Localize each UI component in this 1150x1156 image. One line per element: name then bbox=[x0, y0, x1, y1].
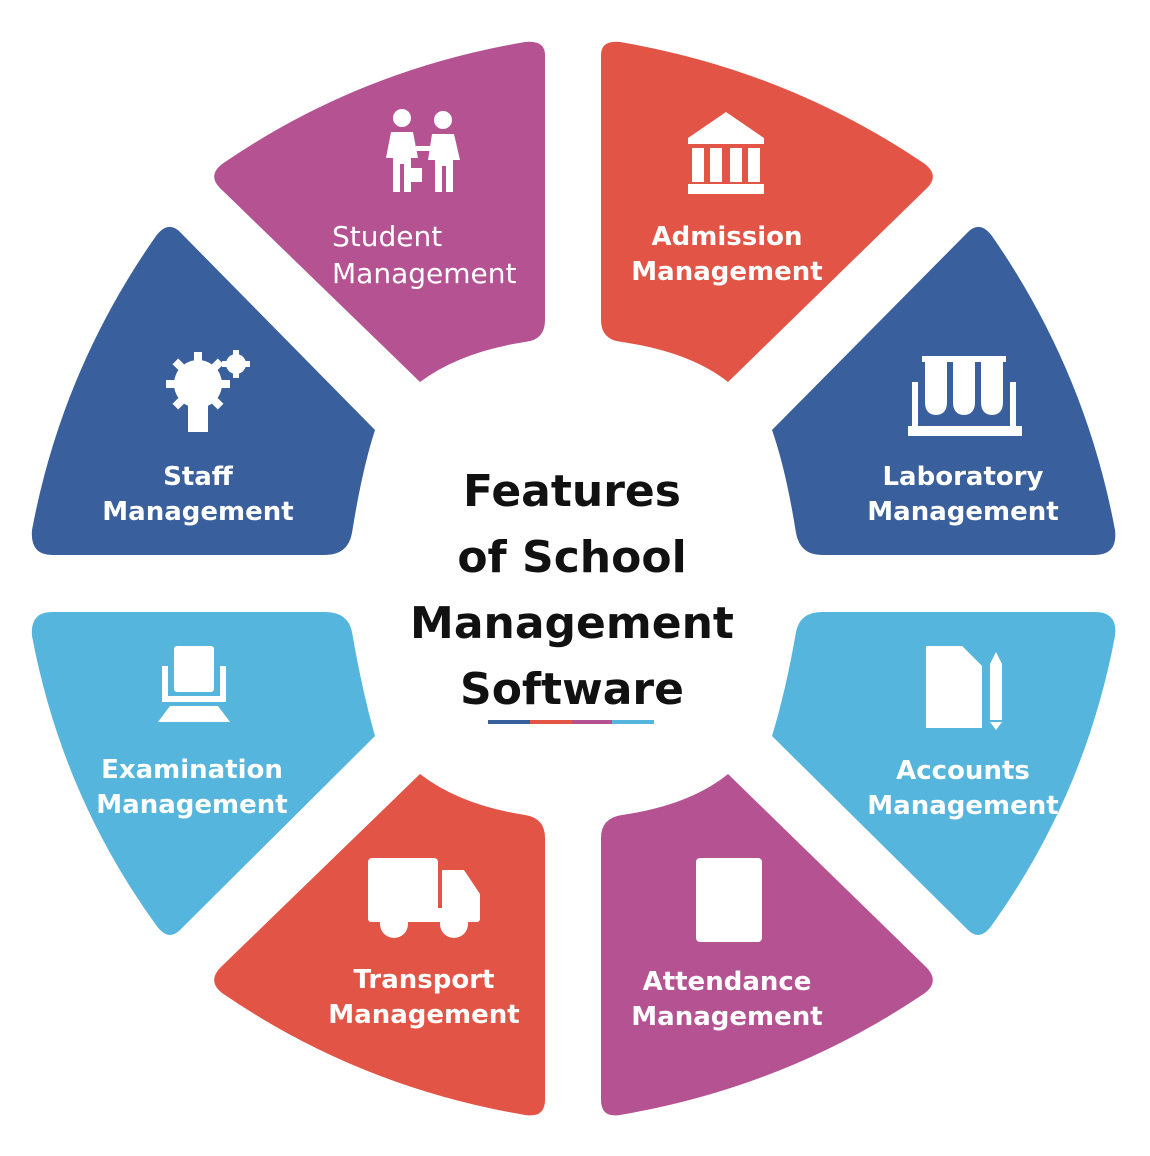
underline-part-1 bbox=[488, 720, 530, 724]
transport-label-line1: Transport bbox=[354, 965, 495, 995]
people-handshake-icon bbox=[386, 109, 460, 192]
test-tubes-icon bbox=[908, 356, 1022, 436]
center-title-line3: Management bbox=[410, 598, 734, 649]
center-title-line1: Features bbox=[463, 466, 681, 517]
truck-icon bbox=[368, 858, 480, 938]
underline-part-3 bbox=[572, 720, 612, 724]
staff-label-line1: Staff bbox=[163, 462, 234, 492]
exam-desk-icon: ? ? bbox=[158, 646, 230, 722]
laboratory-label-line2: Management bbox=[867, 497, 1058, 527]
segment-examination bbox=[31, 612, 375, 935]
student-label-line1: Student bbox=[332, 220, 442, 253]
transport-label-line2: Management bbox=[328, 1000, 519, 1030]
segments bbox=[31, 41, 1116, 1116]
svg-text:?: ? bbox=[178, 653, 186, 668]
center-title-line4: Software bbox=[460, 664, 684, 715]
segment-accounts bbox=[772, 612, 1116, 935]
svg-text:?: ? bbox=[178, 671, 186, 686]
attendance-label-line1: Attendance bbox=[643, 967, 812, 997]
segment-admission bbox=[601, 41, 933, 382]
center-title-line2: of School bbox=[457, 532, 686, 583]
accounts-label-line1: Accounts bbox=[896, 756, 1030, 786]
title-underline bbox=[488, 720, 654, 724]
institution-building-icon bbox=[688, 112, 764, 194]
underline-part-4 bbox=[612, 720, 654, 724]
examination-label-line2: Management bbox=[96, 790, 287, 820]
underline-part-2 bbox=[530, 720, 572, 724]
segment-labels: Student Management Admission Management … bbox=[96, 220, 1058, 1032]
laboratory-label-line1: Laboratory bbox=[882, 462, 1043, 492]
accounts-label-line2: Management bbox=[867, 791, 1058, 821]
center-title: Features of School Management Software bbox=[410, 466, 734, 715]
admission-label-line1: Admission bbox=[652, 222, 803, 252]
attendance-label-line2: Management bbox=[631, 1002, 822, 1032]
calculator-document-pencil-icon bbox=[926, 646, 1002, 730]
examination-label-line1: Examination bbox=[101, 755, 283, 785]
id-card-check-icon bbox=[696, 858, 762, 942]
staff-label-line2: Management bbox=[102, 497, 293, 527]
admission-label-line2: Management bbox=[631, 257, 822, 287]
gear-person-icon bbox=[166, 350, 250, 432]
segment-attendance bbox=[601, 774, 933, 1116]
segment-transport bbox=[214, 774, 545, 1116]
student-label-line2: Management bbox=[332, 257, 516, 290]
segment-student bbox=[214, 41, 545, 382]
